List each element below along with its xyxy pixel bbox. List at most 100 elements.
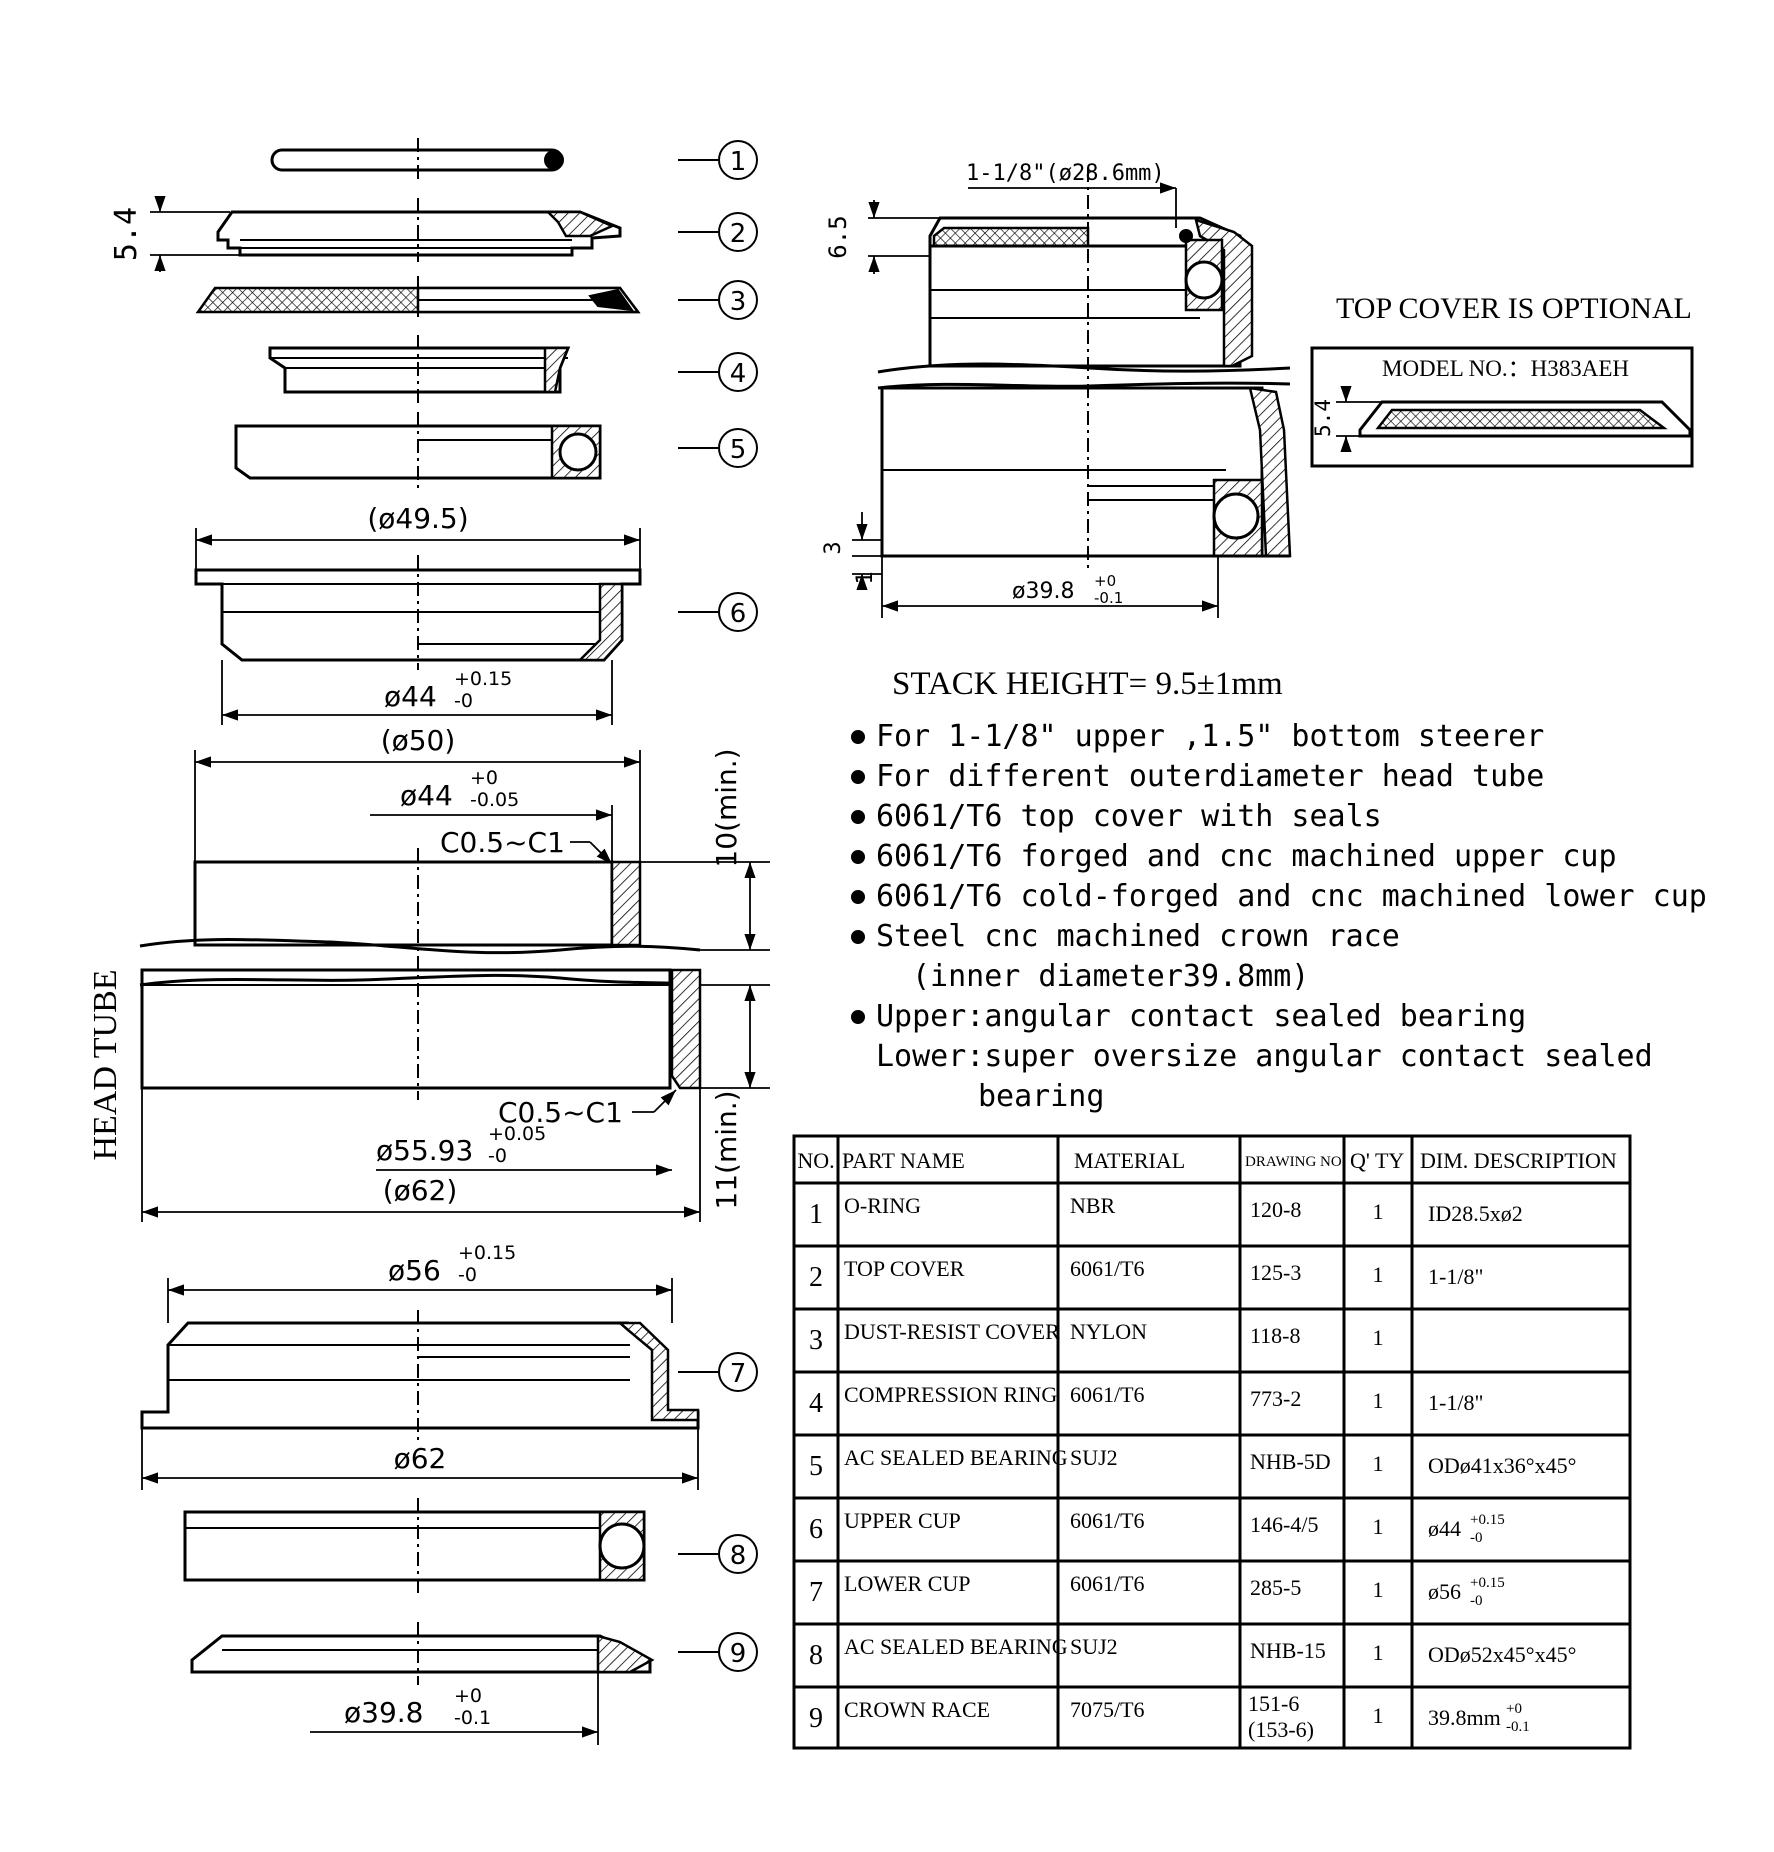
callout-6: 6 xyxy=(730,599,747,629)
cell-material: NYLON xyxy=(1070,1319,1147,1344)
dim-p6-bore: ø44 xyxy=(384,680,437,713)
head-tube-section: (ø50) ø44 +0 -0.05 C0.5~C1 (ø62) ø55.93 … xyxy=(87,724,770,1222)
cell-no: 1 xyxy=(809,1199,823,1230)
dim-ht-depth-bot: 11(min.) xyxy=(710,1090,743,1209)
cell-dim: ODø41x36°x45° xyxy=(1428,1453,1576,1478)
cell-part-name: AC SEALED BEARING xyxy=(844,1445,1068,1470)
feature-6-cont: (inner diameter39.8mm) xyxy=(912,959,1309,994)
feature-7-cont: Lower:super oversize angular contact sea… xyxy=(876,1039,1653,1074)
cell-material: 6061/T6 xyxy=(1070,1571,1145,1596)
dim-asm-steerer: 1-1/8"(ø28.6mm) xyxy=(966,161,1165,186)
feature-7-cont2: bearing xyxy=(978,1079,1104,1114)
cell-qty: 1 xyxy=(1373,1199,1384,1224)
dim-ht-bore-top-tol-dn: -0.05 xyxy=(470,789,519,811)
cell-qty: 1 xyxy=(1373,1451,1384,1476)
dim-p9-bore: ø39.8 xyxy=(344,1696,423,1729)
dim-p7-bore: ø56 xyxy=(388,1254,441,1287)
cell-qty: 1 xyxy=(1373,1514,1384,1539)
callout-5: 5 xyxy=(730,435,747,465)
th-material: MATERIAL xyxy=(1074,1148,1185,1173)
dim-cover-height: 5.4 xyxy=(1311,399,1335,437)
dim-ht-chamfer-bot: C0.5~C1 xyxy=(498,1096,623,1129)
cell-drawing-no: 773-2 xyxy=(1250,1386,1301,1411)
dim-asm-crown-tol-dn: -0.1 xyxy=(1094,589,1123,607)
dim-ht-bore-bot-tol-dn: -0 xyxy=(488,1145,507,1167)
feature-7: Upper:angular contact sealed bearing xyxy=(876,999,1526,1034)
model-no: MODEL NO.：H383AEH xyxy=(1382,356,1629,381)
dim-asm-height: 6.5 xyxy=(824,215,852,258)
dim-p6-tol-dn: -0 xyxy=(454,690,473,712)
cell-material: 6061/T6 xyxy=(1070,1256,1145,1281)
cell-qty: 1 xyxy=(1373,1577,1384,1602)
callout-8: 8 xyxy=(730,1541,747,1571)
feature-6: Steel cnc machined crown race xyxy=(876,919,1400,954)
th-qty: Q' TY xyxy=(1350,1148,1404,1173)
part-9-crown-race: ø39.8 +0 -0.1 xyxy=(190,1622,655,1745)
dim-asm-bot2: 1 xyxy=(853,571,878,584)
cell-part-name: TOP COVER xyxy=(844,1256,965,1281)
callout-1: 1 xyxy=(730,147,747,177)
cell-material: NBR xyxy=(1070,1193,1116,1218)
part-7-lower-cup: ø56 +0.15 -0 ø62 xyxy=(140,1242,700,1490)
th-drawing-no: DRAWING NO. xyxy=(1245,1154,1345,1170)
cell-dim: ID28.5xø2 xyxy=(1428,1201,1523,1226)
cell-dim: ø56 xyxy=(1428,1579,1461,1604)
stack-height: STACK HEIGHT= 9.5±1mm xyxy=(892,666,1283,702)
feature-1: For 1-1/8" upper ,1.5" bottom steerer xyxy=(876,719,1544,754)
part-8-bearing xyxy=(183,1498,646,1595)
callout-9: 9 xyxy=(730,1639,747,1669)
dim-ht-bore-bot-tol-up: +0.05 xyxy=(488,1123,546,1145)
part-3-dust-cover xyxy=(195,276,641,322)
cell-no: 7 xyxy=(809,1577,823,1608)
callouts: 1 2 3 4 5 6 7 8 9 xyxy=(678,140,758,1672)
cell-dim: 1-1/8" xyxy=(1428,1264,1483,1289)
cell-part-name: COMPRESSION RING xyxy=(844,1382,1057,1407)
cell-material: 6061/T6 xyxy=(1070,1382,1145,1407)
dim-ht-outer-top: (ø50) xyxy=(381,724,456,757)
cell-part-name: UPPER CUP xyxy=(844,1508,961,1533)
cell-no: 3 xyxy=(809,1325,823,1356)
cell-dim: ODø52x45°x45° xyxy=(1428,1642,1576,1667)
cell-drawing-no: 118-8 xyxy=(1250,1323,1301,1348)
cell-no: 6 xyxy=(809,1514,823,1545)
cell-dim-tol-up: +0.15 xyxy=(1470,1575,1505,1591)
cell-drawing-no: NHB-15 xyxy=(1250,1638,1326,1663)
part-6-upper-cup: (ø49.5) ø44 +0.15 -0 xyxy=(194,502,642,725)
cell-no: 9 xyxy=(809,1703,823,1734)
parts-table: NO. PART NAME MATERIAL DRAWING NO. Q' TY… xyxy=(792,1134,1632,1750)
feature-3: 6061/T6 top cover with seals xyxy=(876,799,1382,834)
dim-p7-tol-up: +0.15 xyxy=(458,1242,516,1264)
dim-p9-tol-up: +0 xyxy=(454,1685,482,1707)
dim-ht-bore-top-tol-up: +0 xyxy=(470,767,498,789)
dim-p6-outer: (ø49.5) xyxy=(367,502,468,535)
dim-ht-chamfer-top: C0.5~C1 xyxy=(440,826,565,859)
cell-material: 6061/T6 xyxy=(1070,1508,1145,1533)
cell-dim-tol-dn: -0 xyxy=(1470,1593,1483,1609)
dim-ht-outer-bot: (ø62) xyxy=(383,1174,458,1207)
dim-asm-crown: ø39.8 xyxy=(1012,579,1074,604)
dim-p2-height: 5.4 xyxy=(109,207,144,261)
cell-drawing-no: NHB-5D xyxy=(1250,1449,1331,1474)
feature-5: 6061/T6 cold-forged and cnc machined low… xyxy=(876,879,1707,914)
cell-dim: 39.8mm xyxy=(1428,1705,1501,1730)
dim-asm-bot1: 3 xyxy=(821,541,846,554)
part-2-top-cover: 5.4 xyxy=(109,195,622,272)
th-part-name: PART NAME xyxy=(842,1148,965,1173)
dim-ht-depth-top: 10(min.) xyxy=(710,748,743,867)
cell-drawing-no-alt: (153-6) xyxy=(1248,1717,1314,1742)
feature-4: 6061/T6 forged and cnc machined upper cu… xyxy=(876,839,1617,874)
cell-dim-tol-up: +0 xyxy=(1506,1701,1522,1717)
dim-ht-bore-bot: ø55.93 xyxy=(376,1134,473,1167)
cell-dim-tol-up: +0.15 xyxy=(1470,1512,1505,1528)
assembly-view: 1-1/8"(ø28.6mm) 6.5 3 1 ø39.8 +0 -0.1 xyxy=(821,161,1292,618)
cell-no: 2 xyxy=(809,1262,823,1293)
dim-p7-tol-dn: -0 xyxy=(458,1264,477,1286)
callout-4: 4 xyxy=(730,359,747,389)
callout-3: 3 xyxy=(730,287,747,317)
cell-dim: 1-1/8" xyxy=(1428,1390,1483,1415)
dim-asm-crown-tol-up: +0 xyxy=(1094,572,1116,590)
cell-no: 4 xyxy=(809,1388,823,1419)
cell-qty: 1 xyxy=(1373,1703,1384,1728)
cell-qty: 1 xyxy=(1373,1388,1384,1413)
